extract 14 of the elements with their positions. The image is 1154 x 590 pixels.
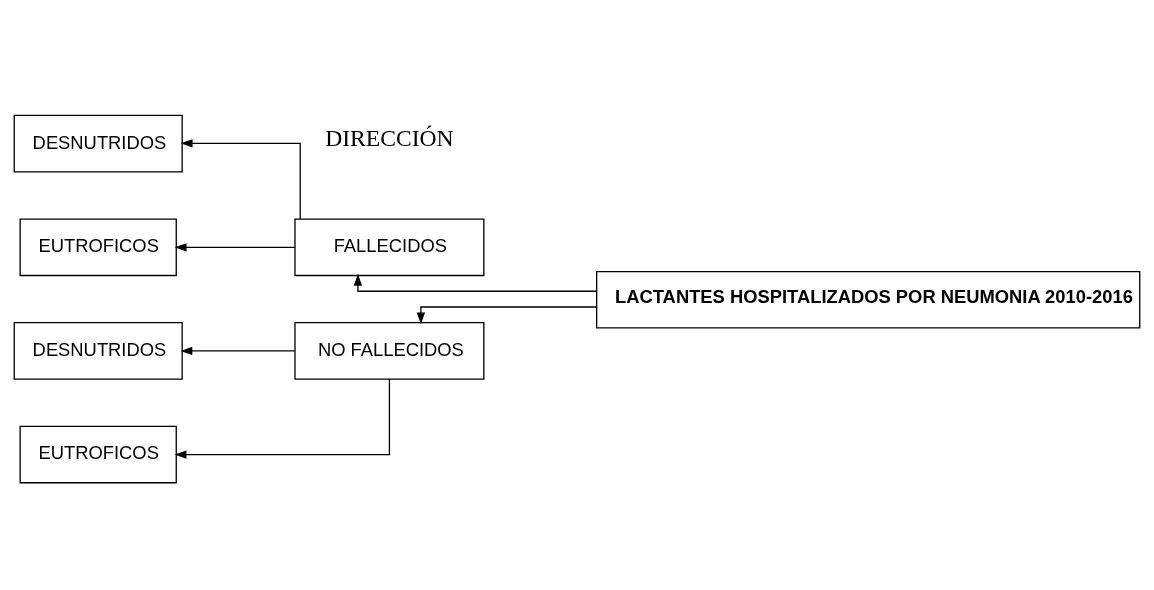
node-box: EUTROFICOS (19, 425, 177, 483)
arrow (174, 378, 391, 459)
node-box: FALLECIDOS (294, 217, 485, 276)
node-box: EUTROFICOS (19, 217, 177, 276)
node-box: NO FALLECIDOS (294, 321, 485, 380)
arrow (180, 138, 301, 220)
label: DIRECCIÓN (325, 124, 454, 150)
arrow (180, 346, 296, 355)
arrow (174, 242, 296, 251)
node-box: DESNUTRIDOS (13, 114, 183, 173)
arrow (353, 273, 598, 292)
node-box: DESNUTRIDOS (13, 321, 183, 380)
node-box: LACTANTES HOSPITALIZADOS POR NEUMONIA 2010-2016 (596, 270, 1141, 329)
arrow (416, 305, 598, 324)
